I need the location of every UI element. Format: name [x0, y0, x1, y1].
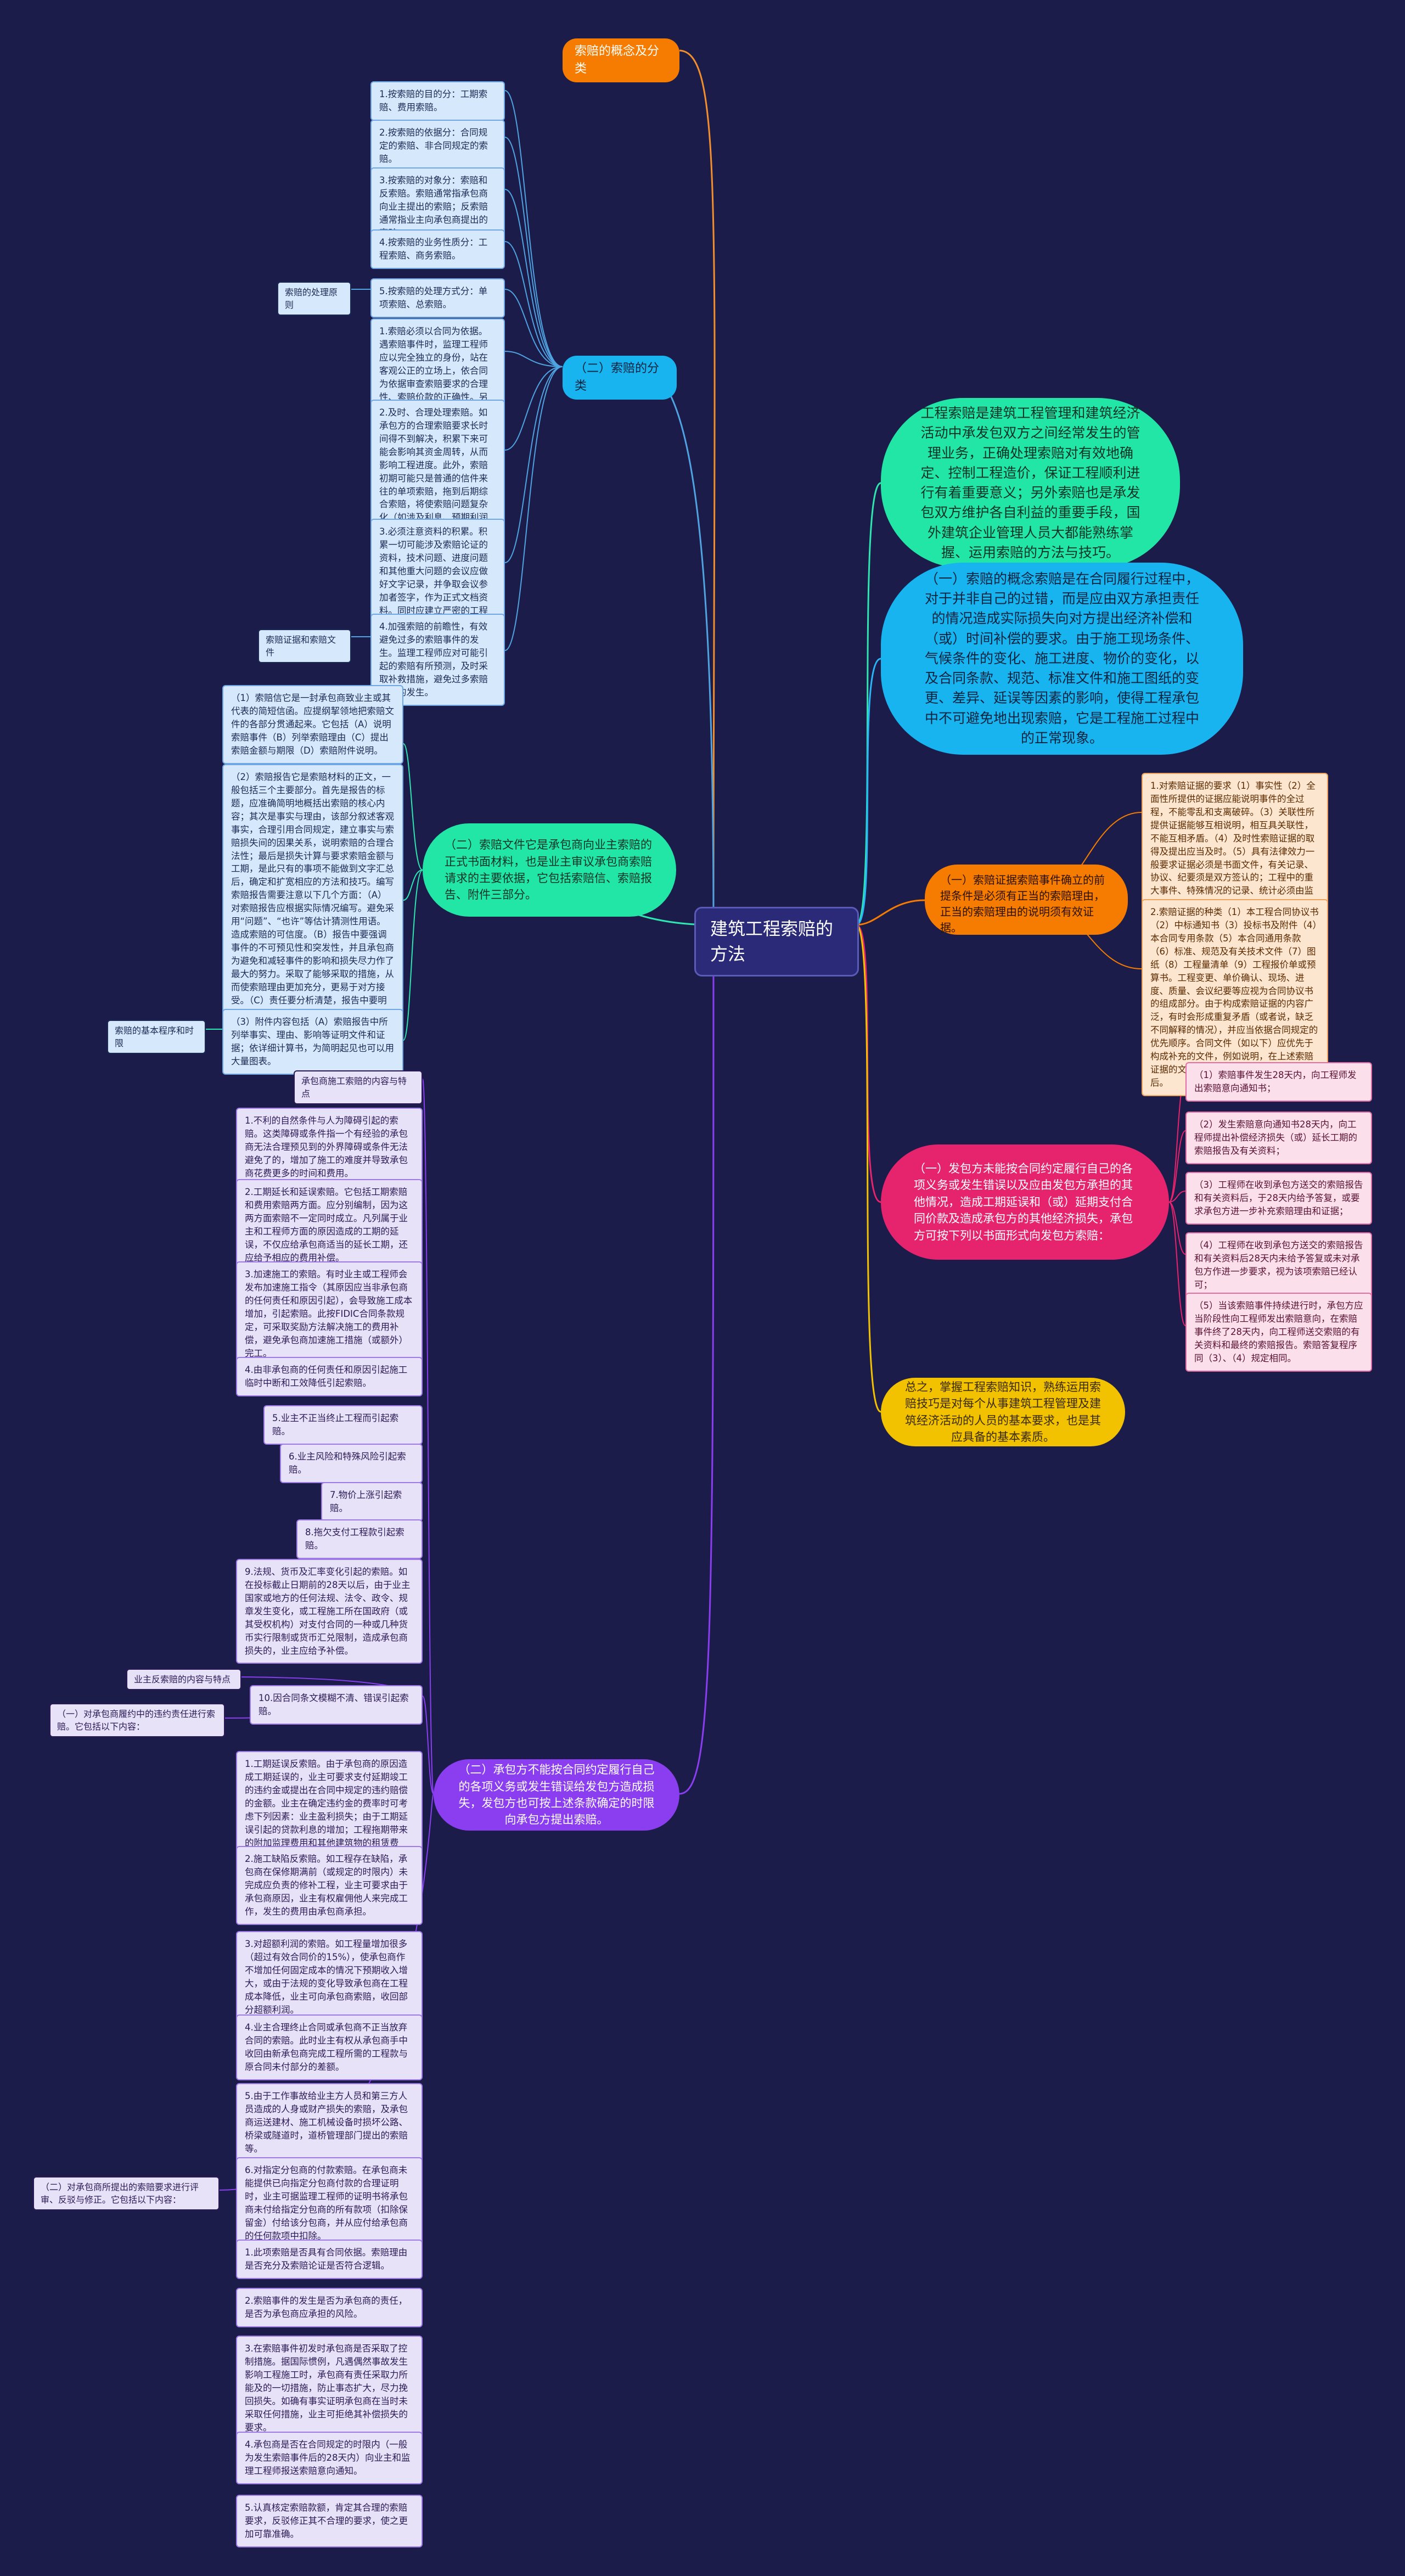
owner-claim-item[interactable]: 4.业主合理终止合同或承包商不正当放弃合同的索赔。此时业主有权从承包商手中收回由…	[236, 2014, 423, 2080]
document-item[interactable]: （1）索赔信它是一封承包商致业主或其代表的简短信函。应提纲挈领地把索赔文件的各部…	[222, 685, 403, 764]
classification-item[interactable]: 5.按索赔的处理方式分：单项索赔、总索赔。	[370, 278, 505, 318]
contractor-node[interactable]: （一）发包方未能按合同约定履行自己的各项义务或发生错误以及应由发包方承担的其他情…	[881, 1144, 1169, 1260]
contractor-item[interactable]: （2）发生索赔意向通知书28天内，向工程师提出补偿经济损失（或）延长工期的索赔报…	[1185, 1112, 1372, 1164]
review-item[interactable]: 4.承包商是否在合同规定的时限内（一般为发生索赔事件后的28天内）向业主和监理工…	[236, 2432, 423, 2484]
link-out	[679, 924, 715, 1795]
contractor-claim-item[interactable]: 5.业主不正当终止工程而引起索赔。	[263, 1405, 423, 1445]
tag-owner-counterclaims[interactable]: 业主反索赔的内容与特点	[126, 1669, 241, 1691]
tag-procedure[interactable]: 索赔的基本程序和时限	[107, 1020, 206, 1054]
owner-claim-item[interactable]: 5.由于工作事故给业主方人员和第三方人员造成的人身或财产损失的索赔，及承包商运送…	[236, 2083, 423, 2162]
classification-item[interactable]: 4.按索赔的业务性质分：工程索赔、商务索赔。	[370, 229, 505, 269]
link-contractor	[856, 924, 881, 1203]
owner-claim-item[interactable]: 6.对指定分包商的付款索赔。在承包商未能提供已向指定分包商付款的合理证明时，业主…	[236, 2157, 423, 2249]
contractor-claim-item[interactable]: 8.拖欠支付工程款引起索赔。	[296, 1519, 423, 1559]
review-item[interactable]: 1.此项索赔是否具有合同依据。索赔理由是否充分及索赔论证是否符合逻辑。	[236, 2240, 423, 2279]
tag-claim-review[interactable]: （二）对承包商所提出的索赔要求进行评审、反驳与修正。它包括以下内容：	[33, 2176, 220, 2211]
contractor-item[interactable]: （3）工程师在收到承包方送交的索赔报告和有关资料后，于28天内给予答复，或要求承…	[1185, 1172, 1372, 1225]
link-concept	[856, 658, 881, 926]
tag-principles[interactable]: 索赔的处理原则	[277, 282, 351, 316]
contractor-item[interactable]: （4）工程师在收到承包方送交的索赔报告和有关资料后28天内未给予答复或未对承包方…	[1185, 1232, 1372, 1298]
tag-violation-claims[interactable]: （一）对承包商履约中的违约责任进行索赔。它包括以下内容：	[49, 1703, 225, 1738]
owner-claim-item[interactable]: 2.施工缺陷反索赔。如工程存在缺陷，承包商在保修期满前（或规定的时限内）未完成应…	[236, 1846, 423, 1925]
contractor-claim-item[interactable]: 1.不利的自然条件与人为障碍引起的索赔。这类障碍或条件指一个有经验的承包商无法合…	[236, 1108, 423, 1187]
contractor-claim-item[interactable]: 10.因合同条文模糊不清、错误引起索赔。	[250, 1685, 423, 1725]
classification-item[interactable]: 1.按索赔的目的分：工期索赔、费用索赔。	[370, 81, 505, 121]
evidence-node[interactable]: （一）索赔证据索赔事件确立的前提条件是必须有正当的索赔理由，正当的索赔理由的说明…	[925, 865, 1128, 935]
link-evidence	[856, 899, 925, 926]
concept-category-node[interactable]: 索赔的概念及分类	[563, 38, 679, 82]
classification-node[interactable]: （二）索赔的分类	[563, 356, 677, 400]
contractor-item[interactable]: （1）索赔事件发生28天内，向工程师发出索赔意向通知书；	[1185, 1062, 1372, 1102]
link-top	[679, 49, 716, 925]
contractor-claim-item[interactable]: 7.物价上涨引起索赔。	[321, 1482, 423, 1522]
contractor-claim-item[interactable]: 2.工期延长和延误索赔。它包括工期索赔和费用索赔两方面。应分别编制，因为这两方面…	[236, 1179, 423, 1271]
owner-claim-node[interactable]: （二）承包方不能按合同约定履行自己的各项义务或发生错误给发包方造成损失，发包方也…	[434, 1759, 679, 1831]
contractor-claim-item[interactable]: 4.由非承包商的任何责任和原因引起施工临时中断和工效降低引起索赔。	[236, 1357, 423, 1396]
intro-node[interactable]: 工程索赔是建筑工程管理和建筑经济活动中承发包双方之间经常发生的管理业务，正确处理…	[881, 398, 1180, 568]
review-item[interactable]: 5.认真核定索赔款额，肯定其合理的索赔要求，反驳修正其不合理的要求，使之更加可靠…	[236, 2495, 423, 2547]
link-summary	[856, 924, 881, 1413]
link-intro	[856, 482, 881, 926]
tag-evidence-docs[interactable]: 索赔证据和索赔文件	[258, 629, 351, 664]
contractor-claim-item[interactable]: 3.加速施工的索赔。有时业主或工程师会发布加速施工指令（其原因应当非承包商的任何…	[236, 1261, 423, 1367]
center-topic[interactable]: 建筑工程索赔的方法	[694, 907, 859, 976]
tag-contractor-claims[interactable]: 承包商施工索赔的内容与特点	[294, 1070, 423, 1105]
review-item[interactable]: 2.索赔事件的发生是否为承包商的责任，是否为承包商应承担的风险。	[236, 2288, 423, 2327]
summary-node[interactable]: 总之，掌握工程索赔知识，熟练运用索赔技巧是对每个从事建筑工程管理及建筑经济活动的…	[881, 1378, 1125, 1446]
classification-item[interactable]: 2.按索赔的依据分：合同规定的索赔、非合同规定的索赔。	[370, 120, 505, 172]
document-item[interactable]: （3）附件内容包括（A）索赔报告中所列举事实、理由、影响等证明文件和证据；依详细…	[222, 1009, 403, 1075]
concept-node[interactable]: （一）索赔的概念索赔是在合同履行过程中，对于并非自己的过错，而是应由双方承担责任…	[881, 563, 1243, 755]
owner-claim-item[interactable]: 3.对超额利润的索赔。如工程量增加很多（超过有效合同价的15%），使承包商作不增…	[236, 1931, 423, 2023]
contractor-claim-item[interactable]: 9.法规、货币及汇率变化引起的索赔。如在投标截止日期前的28天以后，由于业主国家…	[236, 1559, 423, 1664]
contractor-claim-item[interactable]: 6.业主风险和特殊风险引起索赔。	[280, 1444, 423, 1483]
evidence-item[interactable]: 1.对索赔证据的要求（1）事实性（2）全面性所提供的证据应能说明事件的全过程，不…	[1142, 773, 1328, 918]
review-item[interactable]: 3.在索赔事件初发时承包商是否采取了控制措施。据国际惯例，凡遇偶然事故发生影响工…	[236, 2336, 423, 2441]
contractor-item[interactable]: （5）当该索赔事件持续进行时，承包方应当阶段性向工程师发出索赔意向，在索赔事件终…	[1185, 1293, 1372, 1372]
claim-document-node[interactable]: （二）索赔文件它是承包商向业主索赔的正式书面材料，也是业主审议承包商索赔请求的主…	[423, 823, 676, 917]
